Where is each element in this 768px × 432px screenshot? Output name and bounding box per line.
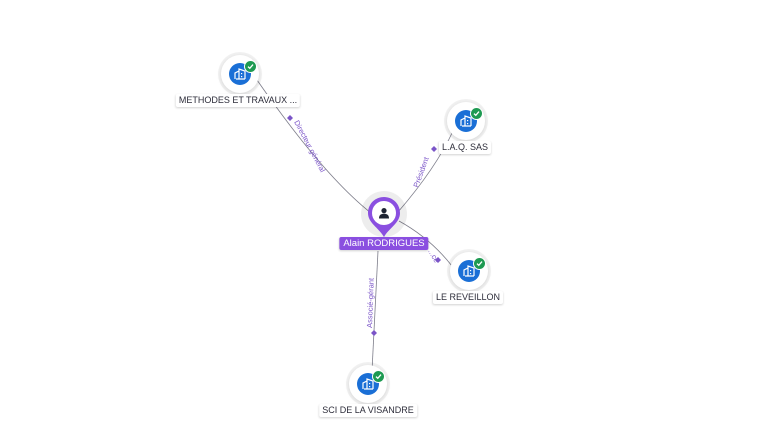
check-icon xyxy=(473,257,486,270)
person-label[interactable]: Alain RODRIGUES xyxy=(339,237,429,250)
company-label-laq[interactable]: L.A.Q. SAS xyxy=(438,141,492,154)
company-label-reveillon[interactable]: LE REVEILLON xyxy=(432,291,504,304)
edge-sci: Associé-gérant xyxy=(365,250,379,372)
check-icon xyxy=(244,60,257,73)
edge-label-sci: Associé-gérant xyxy=(365,277,376,328)
check-icon xyxy=(470,107,483,120)
company-label-sci[interactable]: SCI DE LA VISANDRE xyxy=(319,404,417,417)
person-icon xyxy=(379,208,389,219)
check-icon xyxy=(372,370,385,383)
edge-label-laq: Président xyxy=(411,155,431,189)
edge-label-methodes: Directeur général xyxy=(292,119,327,174)
company-label-methodes[interactable]: METHODES ET TRAVAUX ... xyxy=(175,94,301,107)
